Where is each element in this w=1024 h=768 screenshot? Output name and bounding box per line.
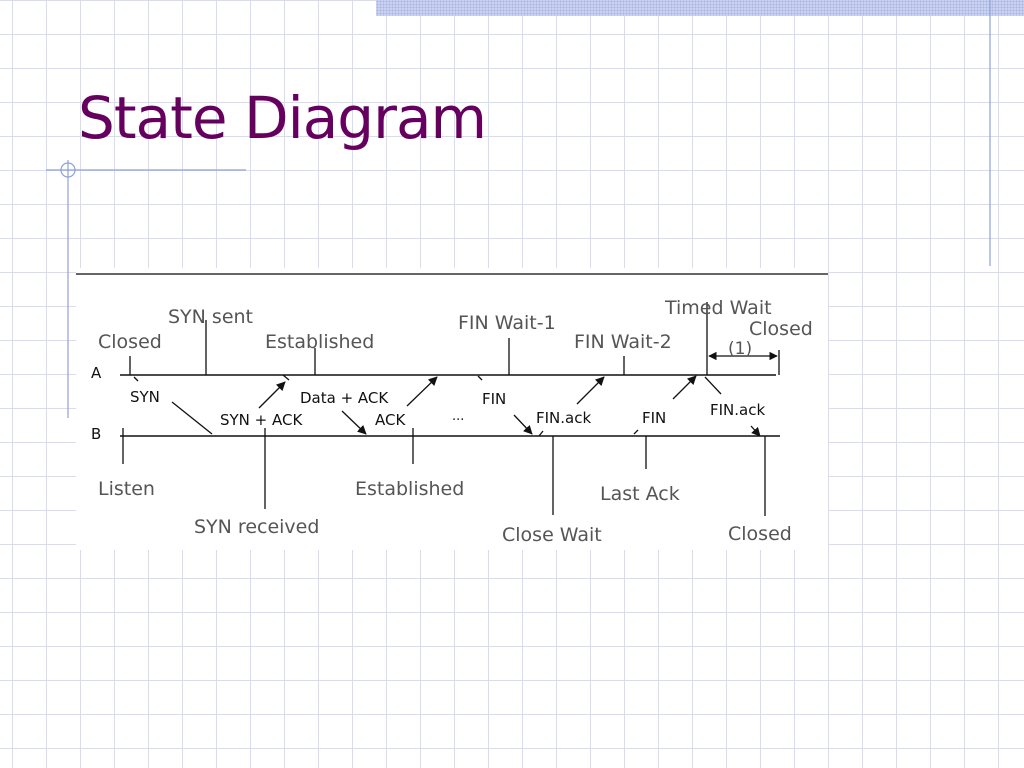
msg-ellipsis: ... <box>452 409 464 424</box>
line-b-label: B <box>91 425 101 443</box>
msg-fin-b: FIN <box>642 409 666 427</box>
msg-syn: SYN <box>130 388 160 406</box>
line-a-label: A <box>91 364 102 382</box>
fin-a-arrow <box>513 414 533 435</box>
fin-ack-a-arrow <box>750 425 761 437</box>
interval-label: (1) <box>728 339 752 359</box>
state-diagram: A B (1) Closed SYN sent Established FIN … <box>76 268 828 550</box>
state-b-close-wait: Close Wait <box>502 524 602 546</box>
state-a-closed-end: Closed <box>749 318 813 340</box>
data-ack-arrow <box>341 410 367 435</box>
state-b-listen: Listen <box>98 478 155 500</box>
state-a-closed: Closed <box>98 331 162 353</box>
state-b-closed: Closed <box>728 523 792 545</box>
state-a-timed-wait: Timed Wait <box>664 297 772 319</box>
state-a-fin-wait-2: FIN Wait-2 <box>574 331 672 353</box>
msg-data-ack: Data + ACK <box>300 389 389 407</box>
syn-arrow <box>171 401 213 435</box>
state-a-fin-wait-1: FIN Wait-1 <box>458 312 556 334</box>
title-bullet-icon <box>60 162 76 178</box>
header-decor-bar <box>376 0 1024 16</box>
fin-ack-b-tail <box>538 430 544 437</box>
fin-ack-b-arrow <box>576 376 605 405</box>
msg-ack: ACK <box>375 411 406 429</box>
fin-b-arrow <box>672 375 697 400</box>
ack-arrow <box>406 376 438 407</box>
state-b-last-ack: Last Ack <box>600 483 680 505</box>
state-b-syn-received: SYN received <box>194 516 319 538</box>
fin-a-tail <box>477 375 483 381</box>
state-a-established: Established <box>265 331 374 353</box>
syn-arrow-tail <box>133 376 139 382</box>
syn-ack-arrow <box>258 381 286 409</box>
msg-fin-a: FIN <box>482 390 506 408</box>
state-diagram-svg: A B (1) Closed SYN sent Established FIN … <box>76 273 828 546</box>
msg-syn-ack: SYN + ACK <box>220 411 303 429</box>
state-b-established: Established <box>355 478 464 500</box>
fin-b-tail <box>633 429 639 435</box>
data-ack-tail <box>282 374 290 381</box>
msg-fin-ack-b: FIN.ack <box>536 409 591 427</box>
msg-fin-ack-a: FIN.ack <box>710 401 765 419</box>
fin-ack-a-line <box>704 376 722 395</box>
page-title: State Diagram <box>78 84 487 152</box>
state-a-syn-sent: SYN sent <box>168 306 253 328</box>
